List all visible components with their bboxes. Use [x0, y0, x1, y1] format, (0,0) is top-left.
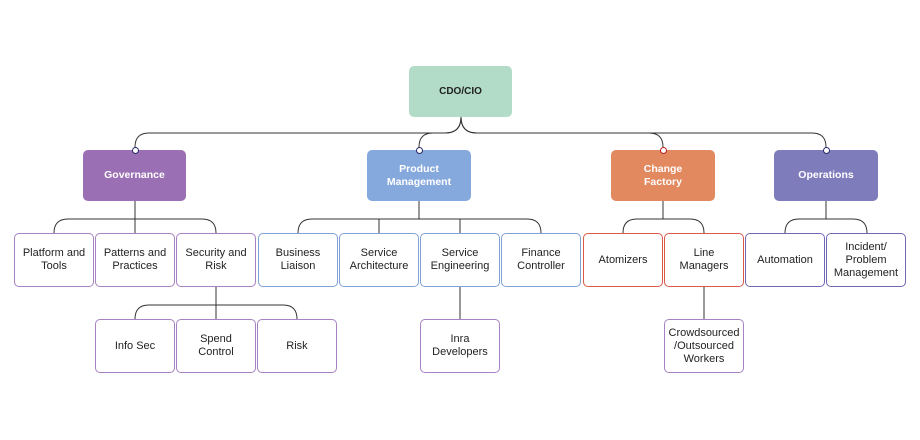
node-automation[interactable]: Automation: [745, 233, 825, 287]
node-incident-problem-management[interactable]: Incident/ Problem Management: [826, 233, 906, 287]
connector-root: [418, 116, 462, 150]
node-business-liaison[interactable]: Business Liaison: [258, 233, 338, 287]
node-product-management[interactable]: Product Management: [367, 150, 471, 201]
connector-root: [134, 116, 462, 150]
node-platform-and-tools[interactable]: Platform and Tools: [14, 233, 94, 287]
connector-product: [297, 201, 542, 234]
node-security-and-risk[interactable]: Security and Risk: [176, 233, 256, 287]
node-service-architecture[interactable]: Service Architecture: [339, 233, 419, 287]
node-patterns-and-practices[interactable]: Patterns and Practices: [95, 233, 175, 287]
node-finance-controller[interactable]: Finance Controller: [501, 233, 581, 287]
node-cdo-cio[interactable]: CDO/CIO: [409, 66, 512, 117]
node-atomizers[interactable]: Atomizers: [583, 233, 663, 287]
node-line-managers[interactable]: Line Managers: [664, 233, 744, 287]
connector-governance: [53, 201, 217, 234]
connector-change: [622, 201, 705, 234]
node-info-sec[interactable]: Info Sec: [95, 319, 175, 373]
node-spend-control[interactable]: Spend Control: [176, 319, 256, 373]
node-service-engineering[interactable]: Service Engineering: [420, 233, 500, 287]
connector-dot-change: [659, 147, 667, 154]
node-change-factory[interactable]: Change Factory: [611, 150, 715, 201]
node-crowdsourced-outsourced-workers[interactable]: Crowdsourced /Outsourced Workers: [664, 319, 744, 373]
connector-dot-governance: [131, 147, 139, 154]
node-operations[interactable]: Operations: [774, 150, 878, 201]
connector-root: [460, 116, 664, 150]
node-inra-developers[interactable]: Inra Developers: [420, 319, 500, 373]
node-risk[interactable]: Risk: [257, 319, 337, 373]
connector-dot-product: [415, 147, 423, 154]
connector-security: [134, 287, 298, 320]
node-governance[interactable]: Governance: [83, 150, 186, 201]
connector-dot-operations: [822, 147, 830, 154]
connector-operations: [784, 201, 868, 234]
